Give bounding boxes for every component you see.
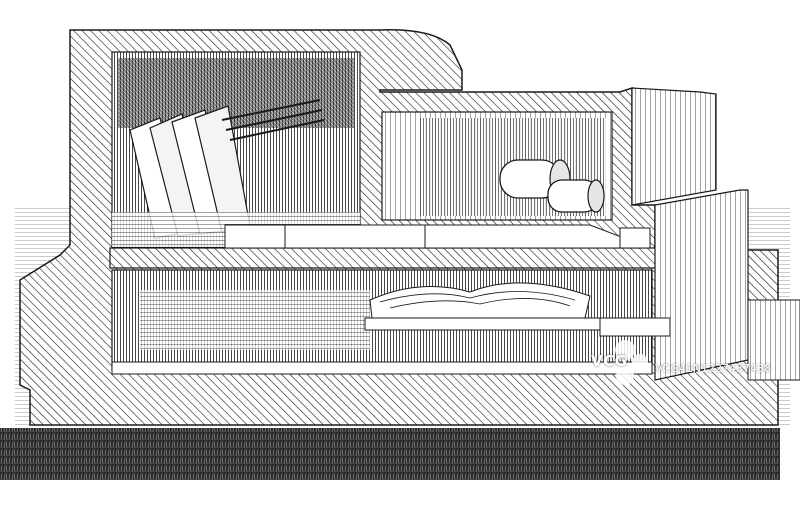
right-flue-bricks [599, 87, 749, 381]
cylinders [499, 159, 605, 213]
middle-slab [109, 224, 661, 269]
lower-firebox [111, 269, 656, 375]
fire-and-embers [364, 282, 656, 331]
upper-right-chamber [381, 111, 613, 221]
upper-left-chamber [111, 51, 361, 248]
watermark-logo [615, 340, 648, 385]
right-tile-block [747, 299, 800, 381]
